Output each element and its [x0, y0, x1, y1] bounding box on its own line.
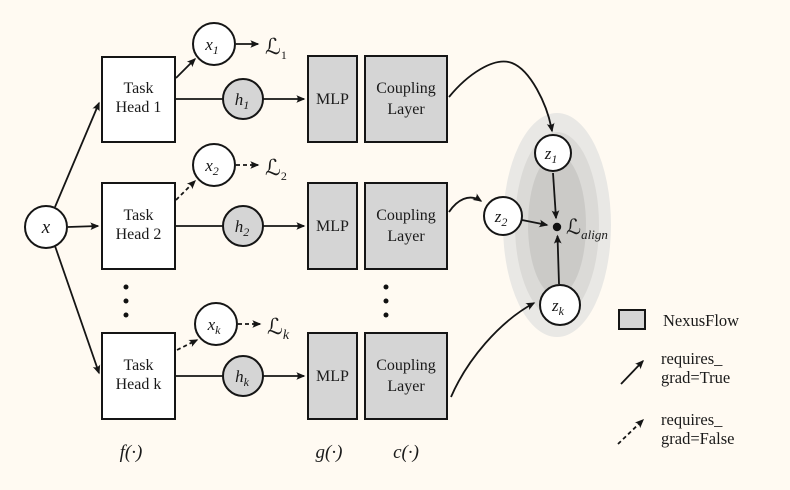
legend-nexusflow-swatch — [618, 309, 646, 330]
coupling-label-k-line1: Coupling — [376, 357, 436, 374]
z2-node-label: z2 — [494, 207, 508, 229]
requires-grad-false-arrow-icon — [617, 419, 645, 445]
solid-arrow-z2-to-align-loss — [521, 219, 549, 228]
dashed-arrow-task-head-2-to-x2 — [175, 180, 196, 201]
solid-arrow-x-to-task-head-1 — [54, 101, 100, 208]
coupling-label-1-line1: Coupling — [376, 80, 436, 97]
align-loss-label: ℒalign — [566, 215, 608, 242]
z-latent-nodes: z1 z2 zk — [483, 134, 581, 326]
coupling-label-k-line2: Layer — [387, 378, 425, 395]
loss-k-label: ℒk — [267, 315, 290, 343]
solid-arrow-coupling-2-to-z2 — [448, 193, 483, 213]
hk-node-label: hk — [235, 367, 250, 389]
mlp-label-1: MLP — [316, 91, 349, 108]
z1-node-label: z1 — [544, 144, 558, 166]
task-head-1-label-line1: Task — [124, 80, 154, 97]
x1-node-label: x1 — [204, 35, 219, 57]
solid-arrow-coupling-1-to-z1 — [448, 60, 555, 133]
z1-node-circle — [534, 134, 572, 172]
task-head-k-label-line1: Task — [124, 357, 154, 374]
legend-grad-true-line2: grad=True — [661, 368, 730, 387]
input-node-circle — [24, 205, 68, 249]
loss-1-label: ℒ1 — [265, 35, 287, 62]
g-function-label: g(·) — [316, 442, 343, 463]
task-head-k-box — [101, 332, 176, 420]
c-function-label: c(·) — [393, 442, 419, 463]
h-embedding-nodes: h1 h2 hk — [222, 78, 264, 397]
h2-node-circle — [222, 205, 264, 247]
zk-node-circle — [539, 284, 581, 326]
solid-arrow-task-head-1-to-x1 — [175, 58, 196, 79]
task-head-1-box — [101, 56, 176, 143]
x-output-nodes: x1 x2 xk — [192, 22, 238, 346]
task-head-1-label-line2: Head 1 — [116, 99, 162, 116]
coupling-box-2 — [364, 182, 448, 270]
h1-node-circle — [222, 78, 264, 120]
solid-arrow-coupling-k-to-zk — [450, 302, 536, 398]
coupling-label-1-line2: Layer — [387, 101, 425, 118]
z2-node-circle — [483, 196, 523, 236]
legend-grad-true-line1: requires_ — [661, 349, 723, 368]
task-head-2-label-line2: Head 2 — [116, 226, 162, 243]
task-head-ellipsis-icon — [123, 284, 129, 318]
task-head-2-label-line1: Task — [124, 207, 154, 224]
solid-arrow-x-to-task-head-k — [54, 245, 101, 375]
task-head-2-box — [101, 182, 176, 270]
align-loss-dot — [552, 222, 562, 232]
mlp-box-2 — [307, 182, 358, 270]
loss-2-label: ℒ2 — [265, 156, 287, 183]
zk-node-label: zk — [551, 296, 565, 318]
legend-grad-false-line2: grad=False — [661, 429, 734, 448]
xk-node-label: xk — [207, 315, 222, 337]
h2-node-label: h2 — [235, 217, 250, 239]
hk-node-circle — [222, 355, 264, 397]
mlp-label-k: MLP — [316, 368, 349, 385]
mlp-box-k — [307, 332, 358, 420]
mlp-label-2: MLP — [316, 218, 349, 235]
task-head-k: Task Head k — [101, 332, 176, 420]
solid-arrow-x-to-task-head-2 — [67, 222, 100, 231]
input-node-label: x — [41, 217, 51, 238]
mlp-blocks: MLP MLP MLP — [307, 55, 358, 420]
x2-node-circle — [192, 143, 236, 187]
coupling-box-1 — [364, 55, 448, 143]
x1-node-circle — [192, 22, 236, 66]
dashed-arrow-task-head-k-to-xk — [176, 339, 199, 351]
f-function-label: f(·) — [120, 442, 143, 463]
input-node: x — [24, 205, 68, 249]
mlp-box-1 — [307, 55, 358, 143]
legend: NexusFlow requires_ grad=True requires_ … — [617, 309, 739, 448]
task-head-k-label-line2: Head k — [116, 376, 162, 393]
coupling-box-k — [364, 332, 448, 420]
xk-node-circle — [194, 302, 238, 346]
task-loss-labels: ℒ1 ℒ2 ℒk — [265, 35, 290, 343]
legend-grad-false-line1: requires_ — [661, 410, 723, 429]
coupling-label-2-line1: Coupling — [376, 207, 436, 224]
solid-arrow-z1-to-align-loss — [551, 172, 560, 220]
coupling-layer-blocks: Coupling Layer Coupling Layer Coupling L… — [364, 55, 448, 420]
task-head-1: Task Head 1 — [101, 56, 176, 143]
x2-node-label: x2 — [204, 156, 219, 178]
flow-ellipsis-icon — [383, 284, 389, 318]
requires-grad-true-arrow-icon — [620, 359, 644, 385]
task-head-2: Task Head 2 — [101, 182, 176, 270]
legend-nexusflow-label: NexusFlow — [663, 311, 739, 330]
h1-node-label: h1 — [235, 90, 250, 112]
solid-arrow-zk-to-align-loss — [553, 234, 562, 285]
coupling-label-2-line2: Layer — [387, 228, 425, 245]
